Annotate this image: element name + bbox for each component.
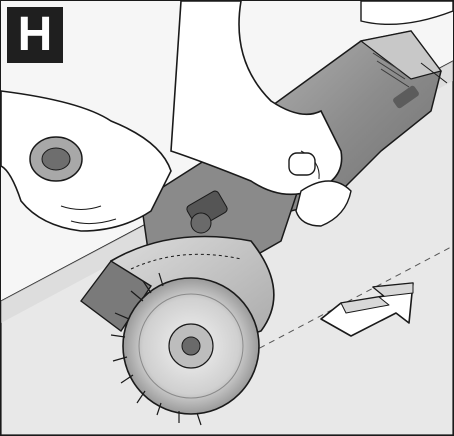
hand-icon [170, 1, 453, 196]
diamond-blade-icon [110, 272, 260, 426]
figure-label-box: H [7, 7, 63, 63]
direction-arrow-icon [320, 282, 414, 337]
lower-hand [1, 90, 172, 232]
figure-label: H [17, 8, 53, 61]
rear-hand [295, 180, 352, 227]
